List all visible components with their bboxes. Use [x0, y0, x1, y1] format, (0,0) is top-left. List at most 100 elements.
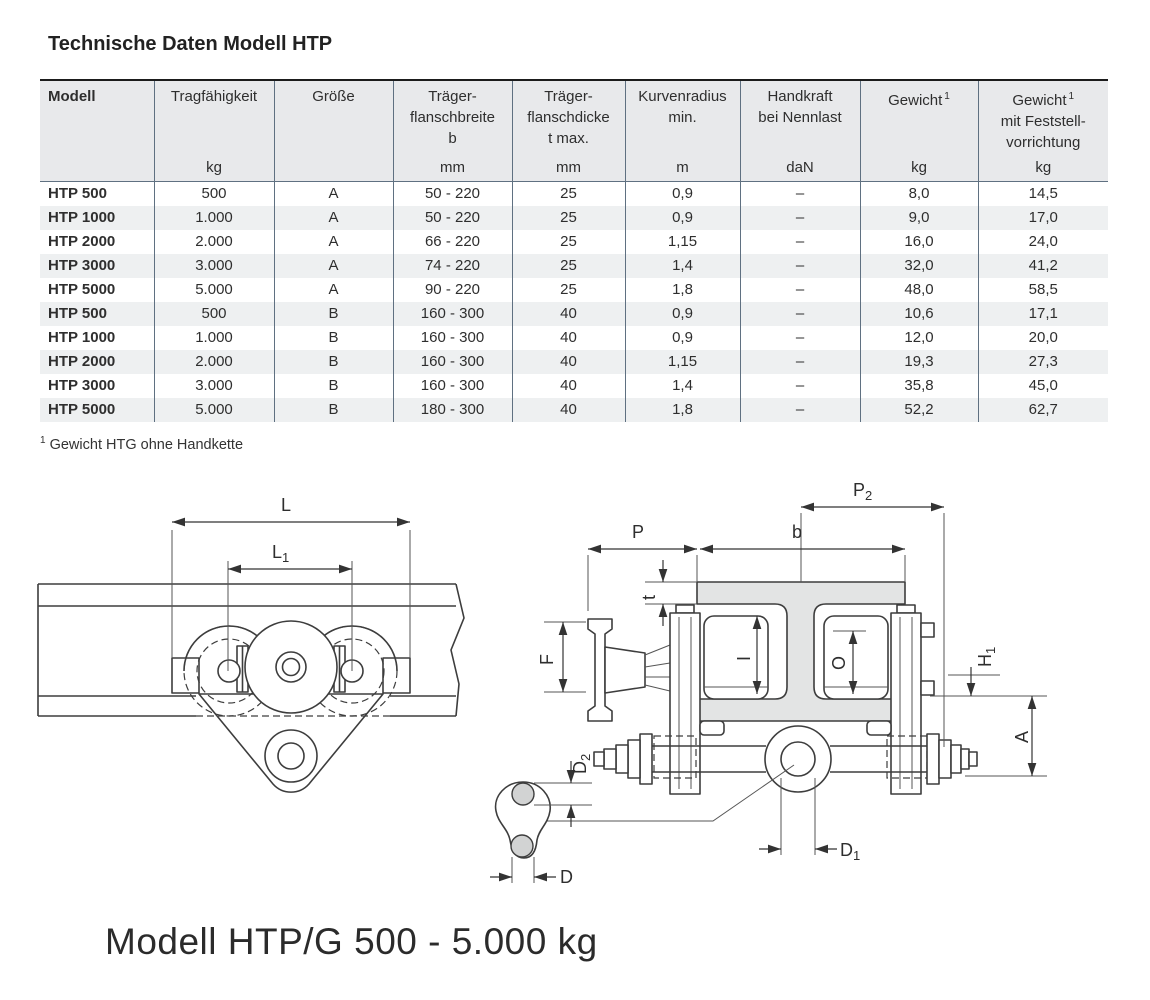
- column-header: Modell: [40, 80, 155, 182]
- dim-label-L: L: [281, 495, 291, 515]
- table-cell: 40: [512, 326, 626, 350]
- footnote-superscript: 1: [40, 435, 46, 446]
- table-cell: 500: [154, 302, 275, 326]
- table-cell: A: [274, 206, 394, 230]
- dim-label-F: F: [537, 654, 557, 665]
- table-cell: 16,0: [860, 230, 979, 254]
- dim-label-H1: H1: [975, 647, 998, 667]
- table-cell: B: [274, 326, 394, 350]
- trolley-tab-left: [171, 657, 200, 694]
- beam-wheel-left-section: [703, 615, 769, 700]
- table-cell: 160 - 300: [393, 374, 513, 398]
- safety-lug-left: [699, 720, 725, 736]
- table-cell: 25: [512, 278, 626, 302]
- table-cell: 500: [154, 181, 275, 206]
- table-cell: –: [740, 350, 861, 374]
- table-cell: 160 - 300: [393, 350, 513, 374]
- table-cell: 66 - 220: [393, 230, 513, 254]
- table-cell: 25: [512, 254, 626, 278]
- table-cell: –: [740, 206, 861, 230]
- table-cell: 25: [512, 230, 626, 254]
- table-cell: B: [274, 374, 394, 398]
- table-cell: 1,15: [625, 230, 741, 254]
- table-cell: 58,5: [1028, 281, 1058, 298]
- table-cell: 160 - 300: [393, 302, 513, 326]
- column-header: Größe: [274, 80, 394, 182]
- table-cell: 2.000: [154, 230, 275, 254]
- table-cell: 40: [512, 374, 626, 398]
- table-cell: 25: [512, 206, 626, 230]
- table-cell: HTP 2000: [40, 350, 155, 374]
- table-cell: A: [274, 254, 394, 278]
- table-cell: HTP 1000: [40, 206, 155, 230]
- table-cell: –: [740, 254, 861, 278]
- table-cell: 180 - 300: [393, 398, 513, 422]
- table-cell: 20,0: [1028, 329, 1058, 346]
- table-cell: 52,2: [860, 398, 979, 422]
- table-cell: –: [740, 230, 861, 254]
- table-cell: 14,5: [1028, 185, 1058, 202]
- dim-label-t: t: [639, 595, 659, 600]
- table-cell: B: [274, 350, 394, 374]
- table-cell: 90 - 220: [393, 278, 513, 302]
- dim-label-P2: P2: [853, 480, 872, 503]
- table-cell: 12,0: [860, 326, 979, 350]
- table-cell: 0,9: [625, 181, 741, 206]
- table-cell: HTP 5000: [40, 278, 155, 302]
- safety-lug-right: [866, 720, 892, 736]
- table-cell: 0,9: [625, 206, 741, 230]
- beam-front: [37, 583, 456, 717]
- table-cell: HTP 500: [40, 302, 155, 326]
- front-view: L L1: [37, 495, 465, 793]
- table-cell: 35,8: [860, 374, 979, 398]
- table-cell: 1.000: [154, 326, 275, 350]
- dim-label-L1: L1: [272, 542, 289, 565]
- table-cell: 17,1: [1028, 305, 1058, 322]
- table-cell: 48,0: [860, 278, 979, 302]
- table-cell: 1,8: [625, 398, 741, 422]
- dim-label-D1: D1: [840, 840, 860, 863]
- hand-chain-wheel: [587, 618, 671, 722]
- table-cell: HTP 5000: [40, 398, 155, 422]
- table-cell: 0,9: [625, 326, 741, 350]
- table-cell: 32,0: [860, 254, 979, 278]
- table-cell: 24,0: [1028, 233, 1058, 250]
- table-cell: –: [740, 302, 861, 326]
- dim-label-O: O: [829, 656, 849, 670]
- dim-label-A: A: [1012, 731, 1032, 743]
- table-cell: 3.000: [154, 254, 275, 278]
- footnote-text: Gewicht HTG ohne Handkette: [49, 436, 244, 453]
- table-cell: 40: [512, 350, 626, 374]
- table-cell: 5.000: [154, 398, 275, 422]
- table-cell: 160 - 300: [393, 326, 513, 350]
- dim-label-I: I: [734, 656, 754, 661]
- table-cell: 10,6: [860, 302, 979, 326]
- table-cell: 27,3: [1028, 353, 1058, 370]
- bracket-hole: [264, 729, 318, 783]
- table-cell: 1,4: [625, 374, 741, 398]
- dim-label-P: P: [632, 522, 644, 542]
- table-cell: 19,3: [860, 350, 979, 374]
- table-cell: 1.000: [154, 206, 275, 230]
- table-cell: HTP 2000: [40, 230, 155, 254]
- table-cell: 74 - 220: [393, 254, 513, 278]
- table-cell: 1,8: [625, 278, 741, 302]
- table-cell: 45,0: [1028, 377, 1058, 394]
